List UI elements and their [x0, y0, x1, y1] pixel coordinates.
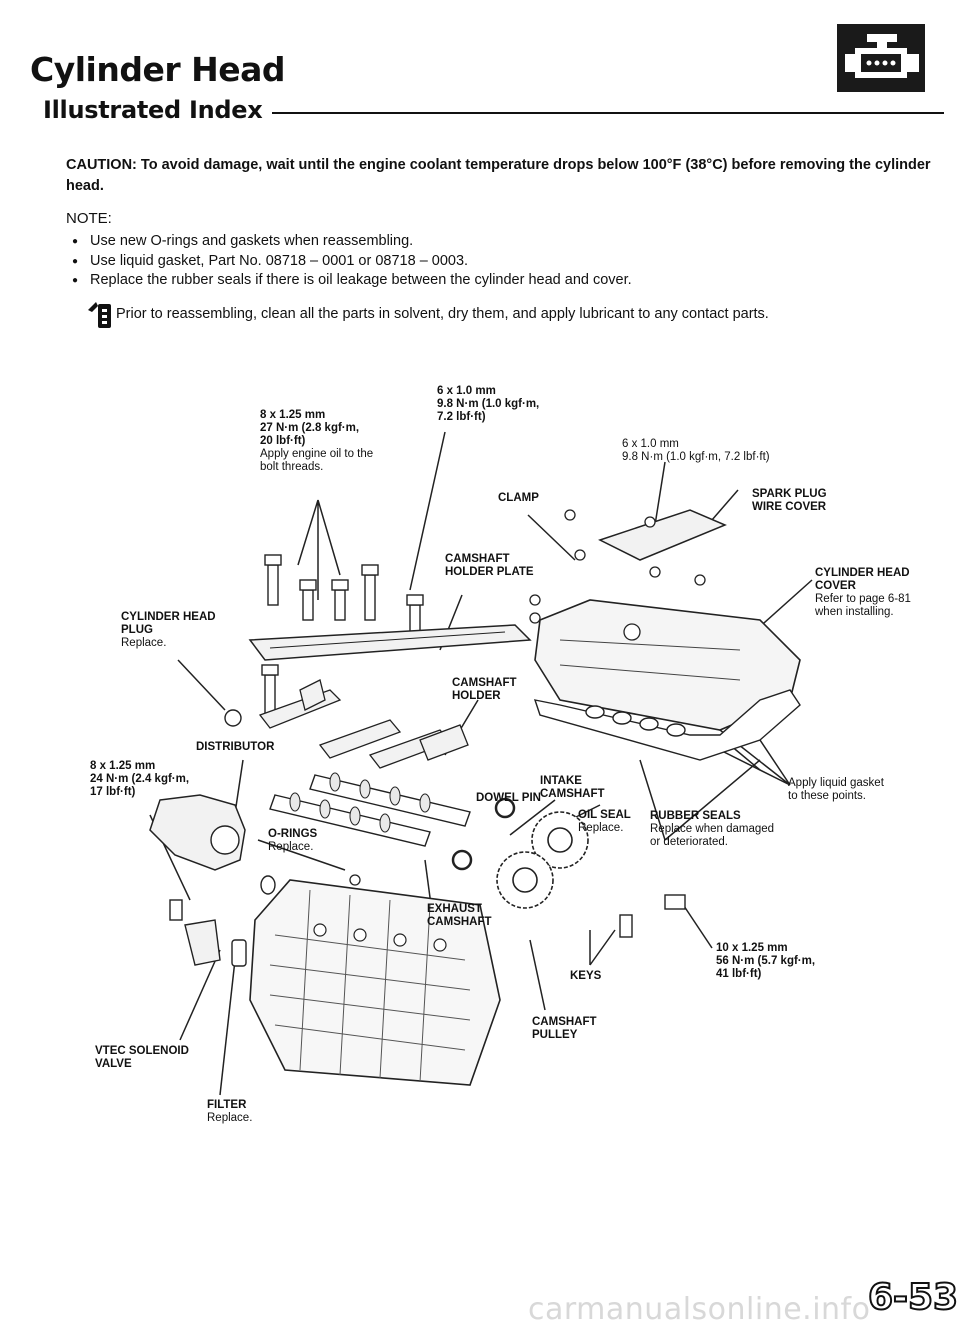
distributor-label: DISTRIBUTOR [196, 741, 275, 753]
dowel-pin-label: DOWEL PIN [476, 792, 541, 804]
spark-plug-wire-cover-label: SPARK PLUG WIRE COVER [752, 488, 827, 514]
bolt-spec: 8 x 1.25 mm [90, 760, 156, 772]
label-line: VTEC SOLENOID [95, 1045, 189, 1057]
bolt-6x10-right-label: 6 x 1.0 mm 9.8 N·m (1.0 kgf·m, 7.2 lbf·f… [622, 438, 770, 464]
rubber-seals-label: RUBBER SEALS Replace when damaged or det… [650, 810, 774, 849]
page-title: Cylinder Head [30, 50, 286, 89]
caution-text: CAUTION: To avoid damage, wait until the… [66, 157, 931, 194]
label-note: Replace. [268, 841, 314, 853]
oil-seal-label: OIL SEAL Replace. [578, 809, 631, 835]
bolt-torque: 17 lbf·ft) [90, 786, 136, 798]
label-note: Replace. [578, 822, 624, 834]
bolt-torque: 56 N·m (5.7 kgf·m, [716, 955, 816, 967]
section-subtitle: Illustrated Index [43, 96, 263, 124]
bolt-spec: 10 x 1.25 mm [716, 942, 788, 954]
bolt-spec: 8 x 1.25 mm [260, 409, 326, 421]
note-item: Replace the rubber seals if there is oil… [72, 271, 632, 291]
label-line: CAMSHAFT [427, 916, 492, 928]
exhaust-camshaft-label: EXHAUST CAMSHAFT [427, 903, 492, 929]
label-line: COVER [815, 580, 856, 592]
watermark: carmanualsonline.info [528, 1292, 871, 1327]
note-item: Use new O-rings and gaskets when reassem… [72, 232, 632, 252]
label-line: WIRE COVER [752, 501, 827, 513]
camshaft-holder-plate-label: CAMSHAFT HOLDER PLATE [445, 553, 534, 579]
o-rings-label: O-RINGS Replace. [268, 828, 317, 854]
keys-label: KEYS [570, 970, 602, 982]
cylinder-head-plug-label: CYLINDER HEAD PLUG Replace. [121, 611, 216, 650]
label-line: CAMSHAFT [452, 677, 517, 689]
label-line: PLUG [121, 624, 153, 636]
bolt-torque: 24 N·m (2.4 kgf·m, [90, 773, 190, 785]
engine-icon [837, 24, 925, 92]
bolt-10x125-label: 10 x 1.25 mm 56 N·m (5.7 kgf·m, 41 lbf·f… [716, 942, 815, 981]
clamp-label: CLAMP [498, 492, 539, 504]
bolt-6x10-center-label: 6 x 1.0 mm 9.8 N·m (1.0 kgf·m, 7.2 lbf·f… [437, 385, 539, 424]
vtec-solenoid-valve-label: VTEC SOLENOID VALVE [95, 1045, 189, 1071]
label-line: INTAKE [540, 775, 582, 787]
bolt-torque: 9.8 N·m (1.0 kgf·m, 7.2 lbf·ft) [622, 451, 770, 463]
label-line: FILTER [207, 1099, 247, 1111]
page-number: 6-53 [867, 1276, 959, 1319]
filter-label: FILTER Replace. [207, 1099, 252, 1125]
bolt-torque: 27 N·m (2.8 kgf·m, [260, 422, 360, 434]
manual-book-icon [86, 298, 114, 335]
label-line: HOLDER [452, 690, 501, 702]
label-line: SPARK PLUG [752, 488, 827, 500]
label-line: CAMSHAFT [445, 553, 510, 565]
label-line: Apply liquid gasket [788, 777, 884, 789]
bolt-note: bolt threads. [260, 461, 324, 473]
label-note: Replace when damaged [650, 823, 775, 835]
camshaft-pulley-label: CAMSHAFT PULLEY [532, 1016, 597, 1042]
bolt-spec: 6 x 1.0 mm [622, 438, 679, 450]
note-list: Use new O-rings and gaskets when reassem… [72, 232, 632, 291]
label-line: CYLINDER HEAD [815, 567, 910, 579]
bolt-torque: 9.8 N·m (1.0 kgf·m, [437, 398, 540, 410]
bolt-note: Apply engine oil to the [260, 448, 374, 460]
bolt-torque: 20 lbf·ft) [260, 435, 306, 447]
label-note: or deteriorated. [650, 836, 728, 848]
label-line: PULLEY [532, 1029, 578, 1041]
label-line: CAMSHAFT [540, 788, 605, 800]
label-note: when installing. [815, 606, 894, 618]
bolt-8x125-top-label: 8 x 1.25 mm 27 N·m (2.8 kgf·m, 20 lbf·ft… [260, 409, 373, 474]
title-rule [272, 112, 944, 114]
prior-note: Prior to reassembling, clean all the par… [116, 306, 769, 322]
label-line: CAMSHAFT [532, 1016, 597, 1028]
camshaft-holder-label: CAMSHAFT HOLDER [452, 677, 517, 703]
bolt-8x125-left-label: 8 x 1.25 mm 24 N·m (2.4 kgf·m, 17 lbf·ft… [90, 760, 189, 799]
cylinder-head-cover-label: CYLINDER HEAD COVER Refer to page 6-81 w… [815, 567, 911, 619]
label-line: EXHAUST [427, 903, 482, 915]
label-line: VALVE [95, 1058, 132, 1070]
label-line: to these points. [788, 790, 866, 802]
note-title: NOTE: [66, 210, 112, 227]
note-item: Use liquid gasket, Part No. 08718 – 0001… [72, 252, 632, 272]
label-note: Replace. [121, 637, 167, 649]
label-line: O-RINGS [268, 828, 318, 840]
label-line: CYLINDER HEAD [121, 611, 216, 623]
label-line: OIL SEAL [578, 809, 631, 821]
bolt-spec: 6 x 1.0 mm [437, 385, 496, 397]
label-note: Refer to page 6-81 [815, 593, 911, 605]
intake-camshaft-label: INTAKE CAMSHAFT [540, 775, 605, 801]
liquid-gasket-label: Apply liquid gasket to these points. [788, 777, 884, 803]
bolt-torque: 41 lbf·ft) [716, 968, 762, 980]
label-line: RUBBER SEALS [650, 810, 741, 822]
label-note: Replace. [207, 1112, 253, 1124]
bolt-torque: 7.2 lbf·ft) [437, 411, 486, 423]
label-line: HOLDER PLATE [445, 566, 534, 578]
